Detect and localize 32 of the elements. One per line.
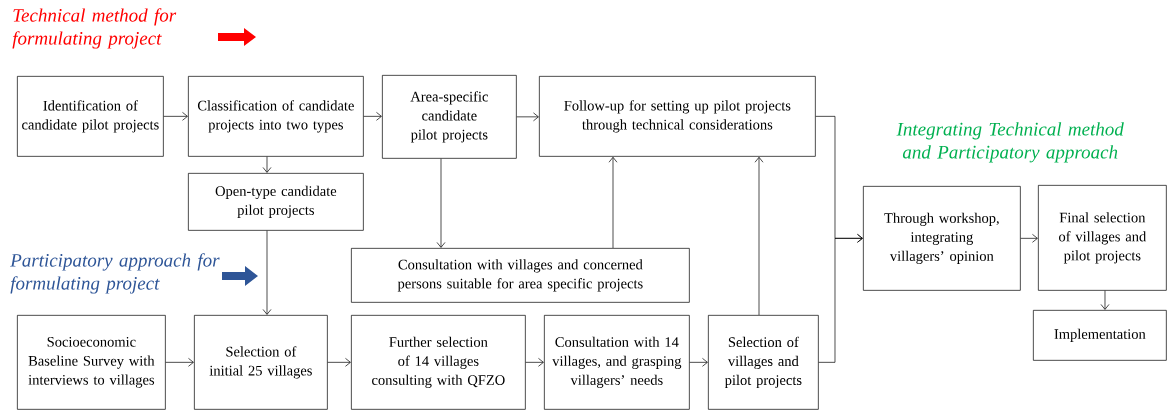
process-box: Selection of initial 25 villages bbox=[194, 315, 328, 410]
arrow bbox=[818, 234, 863, 363]
process-box: Open-type candidate pilot projects bbox=[188, 173, 364, 231]
process-box: Socioeconomic Baseline Survey with interviews to villages bbox=[17, 315, 166, 410]
arrow bbox=[327, 358, 351, 367]
process-box: Follow-up for setting up pilot projects through technical considerations bbox=[539, 76, 816, 157]
process-box: Consultation with villages and concerned persons suitable for area specific projects bbox=[351, 248, 690, 303]
process-box: Consultation with 14 villages, and grasping villagers’ needs bbox=[544, 315, 690, 410]
process-box: Further selection of 14 villages consulting with QFZO bbox=[351, 315, 526, 410]
process-box: Selection of villages and pilot projects bbox=[708, 315, 819, 410]
process-box: Area-specific candidate pilot projects bbox=[382, 75, 517, 159]
process-box: Final selection of villages and pilot projects bbox=[1038, 185, 1167, 291]
arrow bbox=[608, 156, 618, 249]
arrow bbox=[165, 358, 194, 367]
process-box: Through workshop, integrating villagers’ opinion bbox=[863, 186, 1021, 291]
arrow bbox=[262, 156, 272, 173]
section-heading: Integrating Technical method and Participatory approach bbox=[896, 122, 1124, 163]
arrow bbox=[163, 112, 188, 121]
arrow bbox=[754, 156, 764, 316]
arrow bbox=[262, 230, 272, 315]
section-heading: Participatory approach for formulating project bbox=[10, 253, 220, 294]
arrow bbox=[1020, 234, 1038, 243]
arrow bbox=[436, 158, 446, 248]
arrow bbox=[1100, 290, 1110, 310]
process-box: Classification of candidate projects into two types bbox=[188, 76, 364, 157]
process-box: Identification of candidate pilot projects bbox=[17, 76, 164, 157]
arrow bbox=[516, 112, 539, 122]
arrow bbox=[525, 358, 544, 367]
section-heading: Technical method for formulating project bbox=[12, 8, 177, 49]
process-box: Implementation bbox=[1033, 310, 1167, 361]
arrow bbox=[689, 358, 708, 367]
arrow bbox=[363, 112, 382, 121]
